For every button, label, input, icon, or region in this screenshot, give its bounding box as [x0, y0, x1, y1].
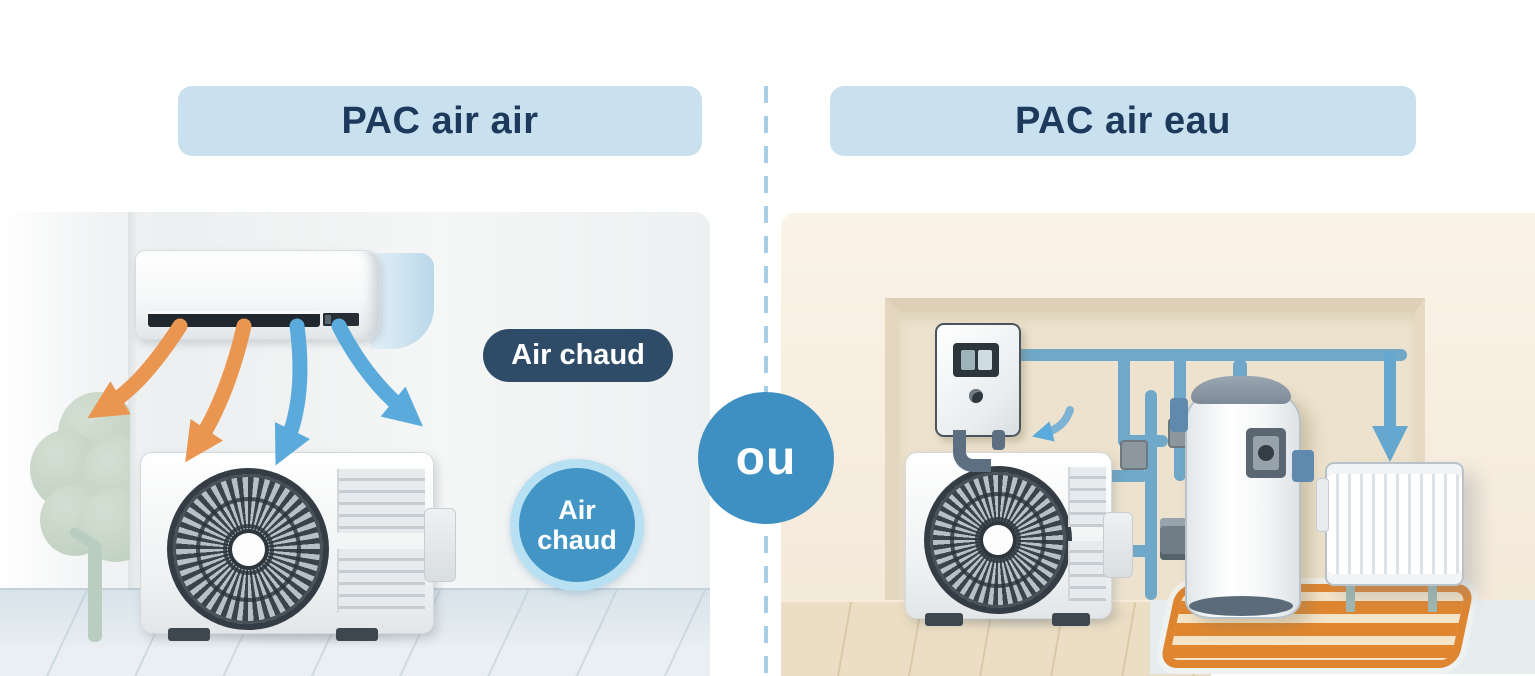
hot-water-tank: [1185, 385, 1301, 619]
warm-air-arrow-icon: [87, 318, 188, 419]
fan-icon: [167, 468, 329, 630]
water-pipe: [1015, 349, 1407, 361]
flow-arrow-small-icon: [1031, 406, 1074, 442]
or-connector: ou: [698, 392, 834, 524]
cool-air-arrow-icon: [274, 318, 311, 466]
tank-gauge-icon: [1246, 428, 1286, 478]
tank-base-rim: [1189, 596, 1293, 616]
warm-air-pill-label: Air chaud: [483, 329, 673, 382]
air-flow-arrows: [87, 318, 423, 466]
warm-air-circle-line1: Air: [558, 494, 596, 525]
unit-vent-slats: [337, 549, 425, 613]
right-panel-title: PAC air eau: [830, 86, 1416, 156]
unit-foot: [925, 613, 963, 626]
valve-icon: [1120, 440, 1148, 470]
warm-air-circle-label: Air chaud: [510, 459, 644, 591]
radiator-side-cap: [1316, 478, 1329, 532]
unit-foot: [168, 628, 210, 641]
tank-connector: [1170, 398, 1188, 432]
tree-icon: [30, 392, 130, 644]
unit-vent-slats: [1068, 541, 1106, 601]
indoor-unit-duct: [370, 253, 434, 349]
fan-icon: [924, 466, 1072, 614]
fan-hub: [231, 532, 265, 566]
radiator-leg: [1346, 578, 1355, 612]
tank-cap: [1191, 376, 1291, 404]
unit-side-bracket: [1103, 512, 1133, 578]
water-flow-down-arrow-icon: [1372, 352, 1408, 462]
outdoor-unit-right: [905, 452, 1112, 619]
tank-connector: [1292, 450, 1314, 482]
water-pipe: [1145, 390, 1157, 600]
indoor-unit-vent: [148, 311, 320, 327]
unit-foot: [1052, 613, 1090, 626]
unit-side-bracket: [424, 508, 456, 582]
unit-vent-slats: [337, 469, 425, 533]
control-button-icon: [969, 389, 983, 403]
water-pipe: [1118, 355, 1130, 447]
control-unit-pipe: [992, 430, 1005, 450]
unit-foot: [336, 628, 378, 641]
radiator-leg: [1428, 578, 1437, 612]
warm-air-arrow-icon: [185, 318, 252, 463]
unit-vent-slats: [1068, 467, 1106, 527]
control-screen: [953, 343, 999, 377]
cool-air-arrow-icon: [331, 318, 423, 427]
hydraulic-control-unit: [935, 323, 1021, 437]
wall-corner-shadow: [128, 212, 138, 590]
outdoor-unit-left: [140, 452, 434, 634]
panel-divider-dashed-line: [764, 86, 768, 674]
left-panel-title: PAC air air: [178, 86, 702, 156]
fan-hub: [983, 525, 1013, 555]
warm-air-circle-line2: chaud: [537, 525, 617, 555]
radiator: [1325, 462, 1464, 586]
control-unit-pipe: [953, 430, 991, 472]
